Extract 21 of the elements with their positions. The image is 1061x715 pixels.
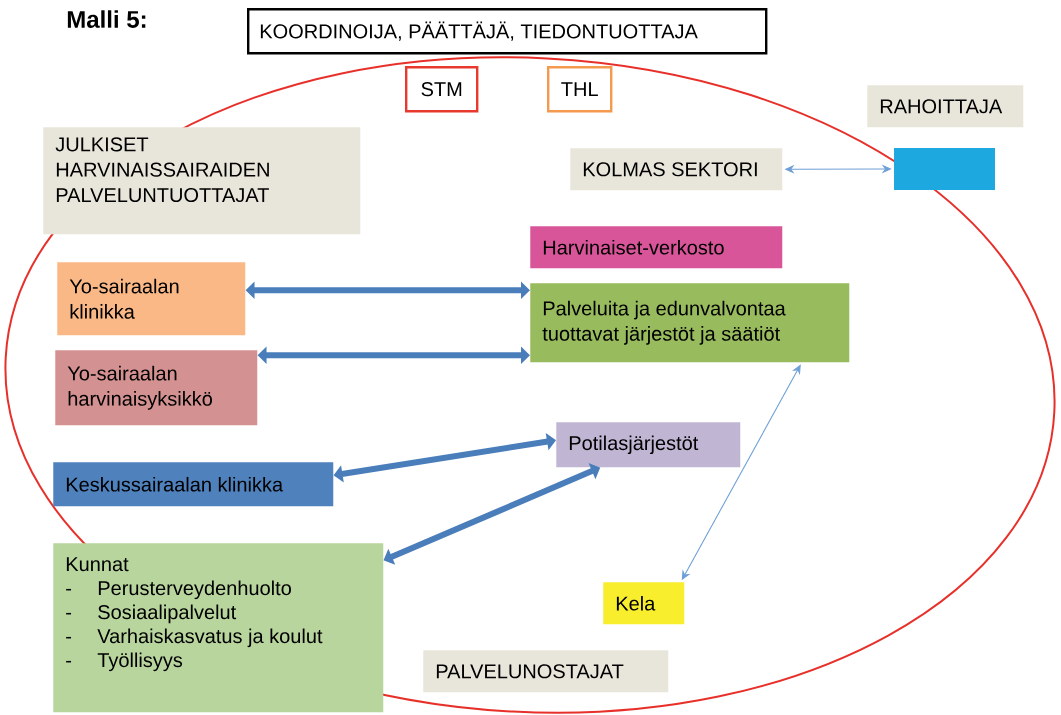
text-box: THL [547, 66, 613, 113]
list-dash: - [66, 636, 72, 639]
text-box: Harvinaiset-verkosto [530, 226, 783, 269]
box [894, 148, 995, 190]
title: Malli 5: [67, 10, 146, 28]
text-box: Yo-sairaalan harvinaisyksikkö [55, 350, 258, 426]
text-box: Yo-sairaalan klinikka [57, 262, 246, 336]
text-box: JULKISET HARVINAISSAIRAIDEN PALVELUNTUOTTAJAT [43, 127, 361, 235]
text-box: STM [405, 66, 479, 113]
text-box: Kela [603, 582, 685, 625]
list-dash: - [66, 660, 72, 663]
text-box: Potilasjärjestöt [556, 422, 741, 468]
text-box: KOORDINOIJA, PÄÄTTÄJÄ, TIEDONTUOTTAJA [247, 8, 768, 55]
text-box: Keskussairaalan klinikka [53, 462, 334, 507]
text-box: RAHOITTAJA [867, 85, 1024, 128]
text-box: Palveluita ja edunvalvontaa tuottavat järjestöt ja säätiöt [530, 283, 850, 363]
text-box: PALVELUNOSTAJAT [423, 650, 669, 693]
list-dash: - [66, 612, 72, 615]
text-box: KOLMAS SEKTORI [570, 148, 783, 191]
list-box: Kunnat - Perusterveydenhuolto - Sosiaalipalvelut - Varhaiskasvatus ja koulut - Työllisyys [53, 543, 384, 713]
list-dash: - [66, 588, 72, 591]
